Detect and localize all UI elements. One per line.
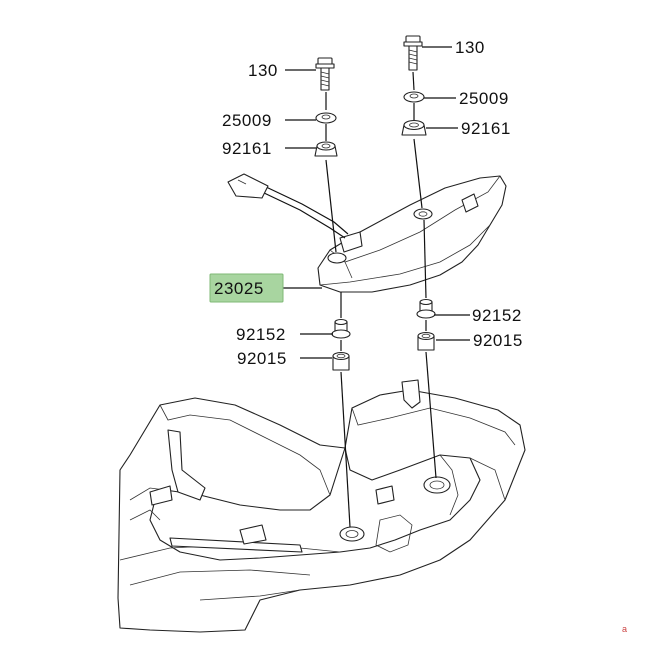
washer-right[interactable] <box>403 91 425 103</box>
alignment-lines <box>325 71 437 528</box>
label-grommet-right: 92161 <box>461 119 511 138</box>
tail-light-unit[interactable] <box>317 175 507 293</box>
label-nut-left: 92015 <box>237 349 287 368</box>
label-tail-light[interactable]: 23025 <box>214 279 264 298</box>
label-nut-right: 92015 <box>473 331 523 350</box>
label-bolt-right: 130 <box>455 38 485 57</box>
watermark: a <box>622 624 627 634</box>
bolt-right[interactable] <box>403 35 423 71</box>
collar-left[interactable] <box>331 318 351 339</box>
tail-light-wire-connector <box>227 173 349 239</box>
label-collar-left: 92152 <box>236 325 286 344</box>
label-collar-right: 92152 <box>472 306 522 325</box>
rear-frame-assembly <box>117 379 526 633</box>
grommet-right[interactable] <box>401 119 427 136</box>
part-highlight <box>209 273 284 303</box>
bolt-left[interactable] <box>315 57 335 91</box>
collar-right[interactable] <box>416 298 436 319</box>
label-washer-left: 25009 <box>222 111 272 130</box>
nut-right[interactable] <box>417 331 435 351</box>
label-grommet-left: 92161 <box>222 139 272 158</box>
label-washer-right: 25009 <box>459 89 509 108</box>
grommet-left[interactable] <box>314 141 338 157</box>
washer-left[interactable] <box>315 112 337 124</box>
nut-left[interactable] <box>332 351 350 371</box>
label-bolt-left: 130 <box>248 61 278 80</box>
leader-lines <box>283 46 470 359</box>
